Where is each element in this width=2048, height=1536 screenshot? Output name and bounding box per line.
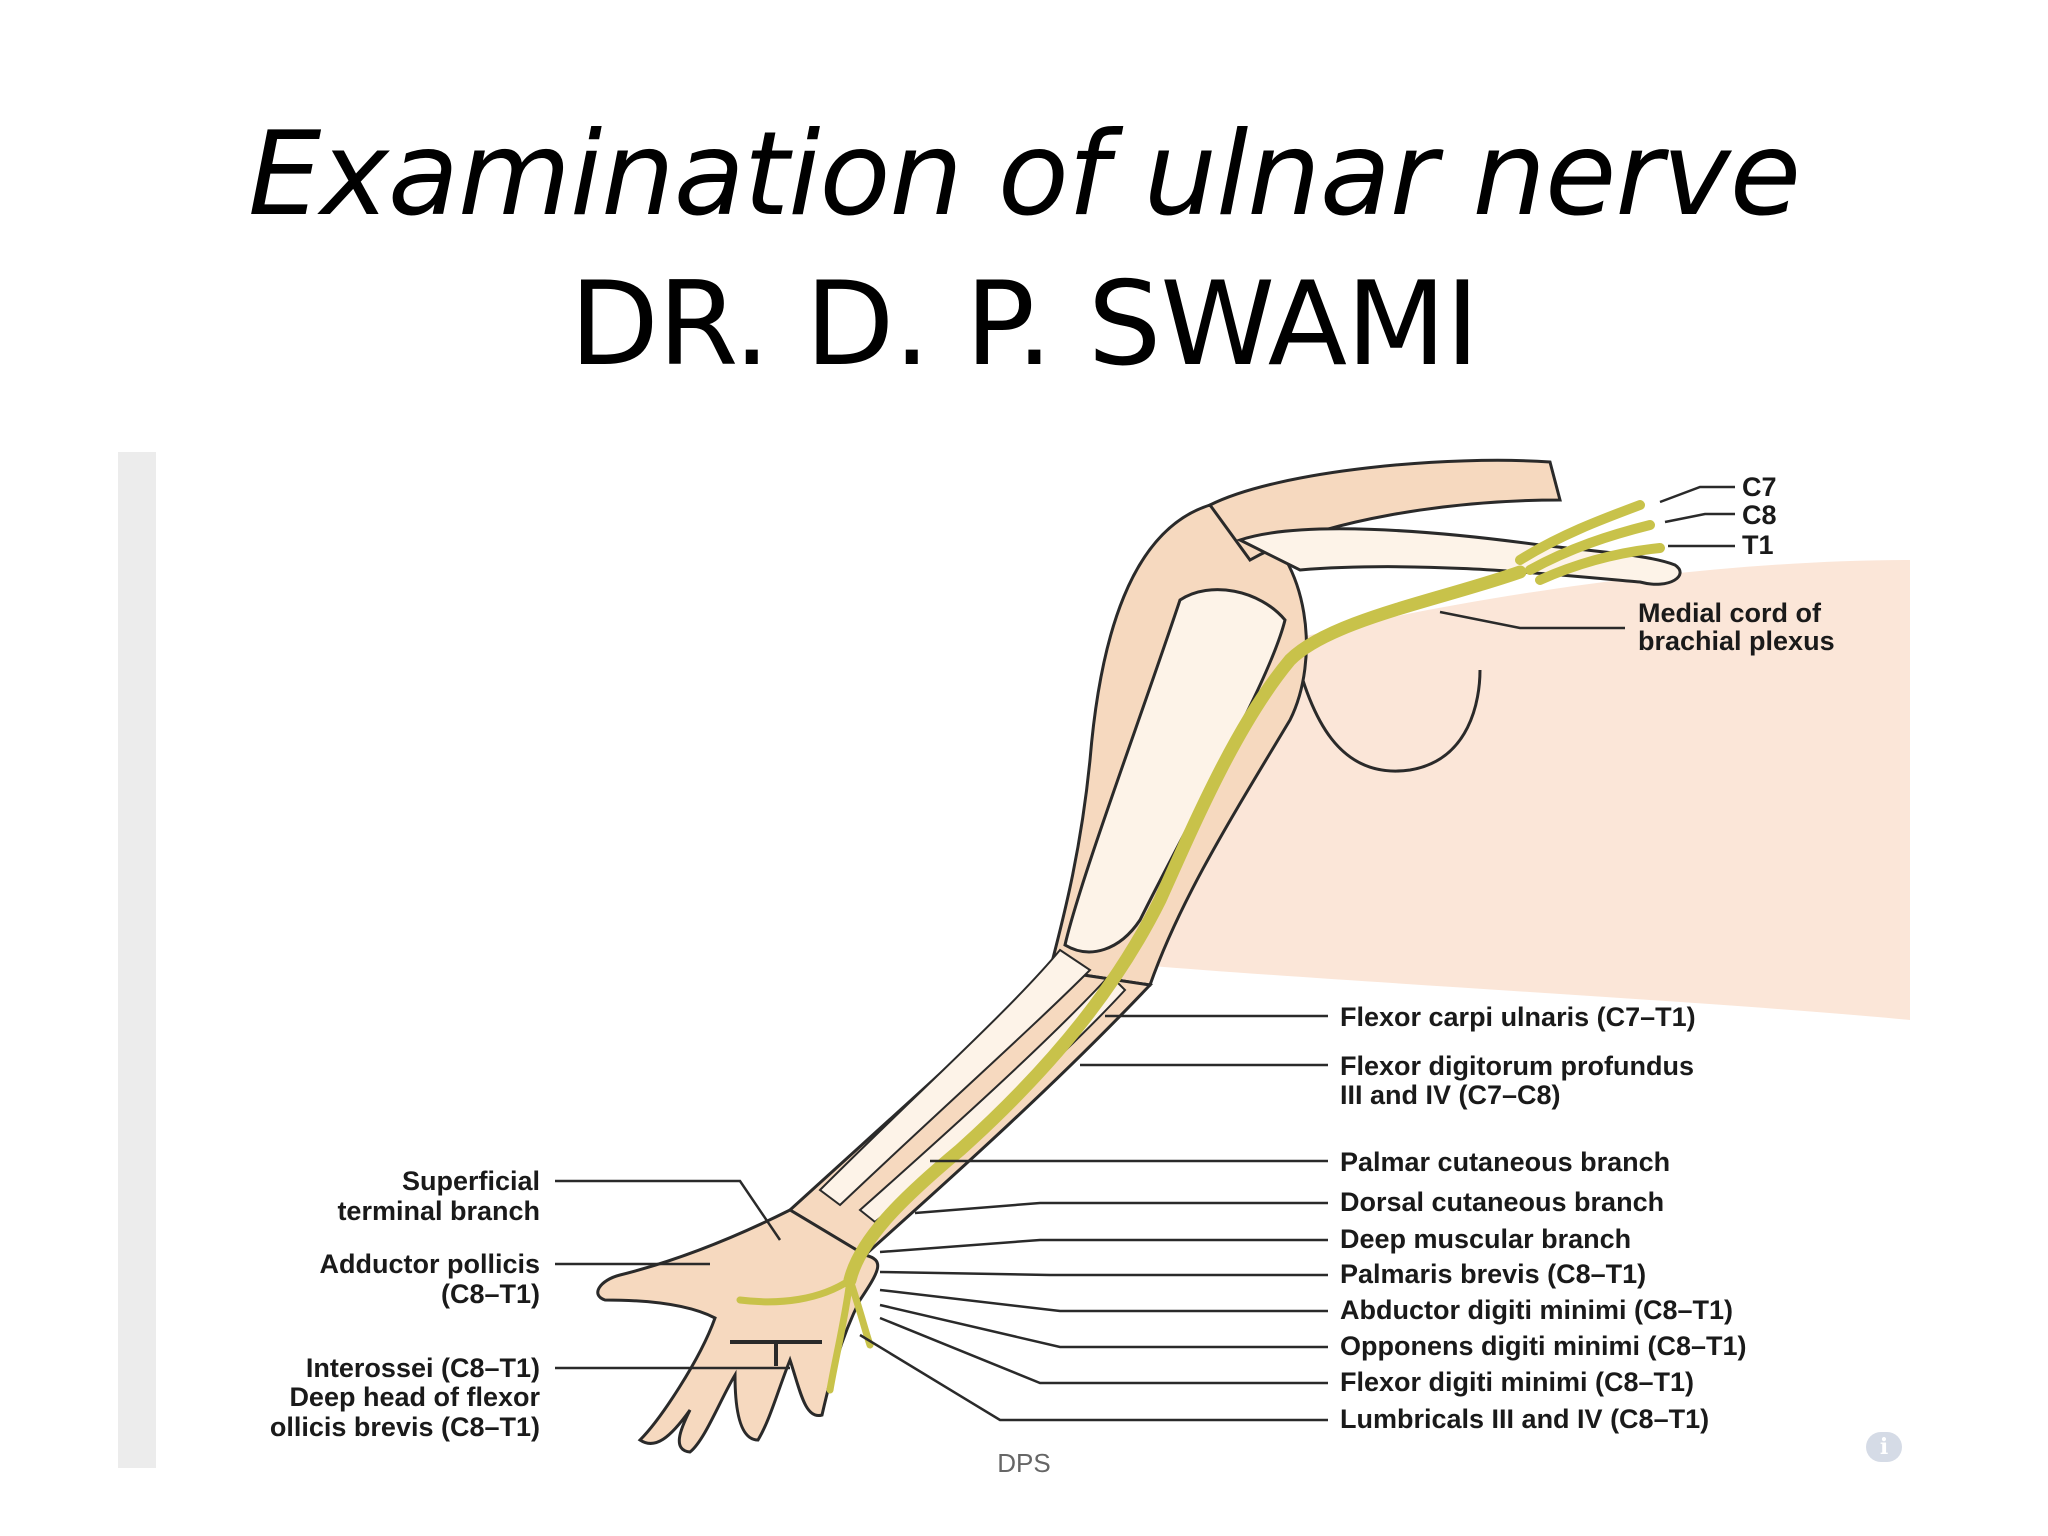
label-fdp-1: Flexor digitorum profundus [1340,1051,1694,1081]
leader-lines [555,485,1735,1422]
label-deep-head-2: ollicis brevis (C8–T1) [270,1412,540,1442]
leader-deep-musc [879,1238,1328,1254]
ulnar-nerve [736,500,1665,1394]
label-superficial-2: terminal branch [337,1196,540,1226]
leader-palmaris [879,1270,1328,1277]
label-deep-muscular: Deep muscular branch [1340,1224,1631,1254]
label-fcu: Flexor carpi ulnaris (C7–T1) [1340,1002,1696,1032]
slide-footer: DPS [997,1448,1051,1478]
leader-abd-dm [879,1288,1328,1313]
label-medial-cord-2: brachial plexus [1638,626,1835,656]
leader-superficial [555,1179,782,1241]
palm-bracket-stem [774,1340,778,1366]
label-flexor-digiti-minimi: Flexor digiti minimi (C8–T1) [1340,1367,1694,1397]
label-abductor-digiti-minimi: Abductor digiti minimi (C8–T1) [1340,1295,1733,1325]
label-palmaris-brevis: Palmaris brevis (C8–T1) [1340,1259,1646,1289]
nerve-root-c8 [1525,520,1655,575]
label-opponens-digiti-minimi: Opponens digiti minimi (C8–T1) [1340,1331,1747,1361]
nerve-medial-cord [843,565,1527,1287]
figure-left-strip [118,452,156,1468]
label-adductor-2: (C8–T1) [441,1279,540,1309]
label-palmar-cutaneous: Palmar cutaneous branch [1340,1147,1670,1177]
label-c8: C8 [1742,500,1777,530]
figure-labels: C7 C8 T1 Medial cord of brachial plexus … [270,472,1835,1442]
title-line-2: DR. D. P. SWAMI [569,257,1480,392]
label-fdp-2: III and IV (C7–C8) [1340,1080,1561,1110]
title-line-1: Examination of ulnar nerve [247,107,1801,242]
leader-lumbricals [859,1333,1328,1422]
axilla-outline [1290,639,1482,773]
info-icon[interactable]: i [1866,1432,1902,1462]
leader-flex-dm [879,1316,1328,1385]
chest-shading [1080,560,1910,1020]
label-medial-cord-1: Medial cord of [1638,598,1822,628]
label-c7: C7 [1742,472,1777,502]
leader-medial-cord [1439,610,1625,630]
label-adductor-1: Adductor pollicis [319,1249,540,1279]
humerus [1063,588,1287,954]
slide-title: Examination of ulnar nerve DR. D. P. SWA… [0,100,2048,400]
label-lumbricals: Lumbricals III and IV (C8–T1) [1340,1404,1709,1434]
nerve-root-t1 [1535,543,1665,585]
label-interossei: Interossei (C8–T1) [306,1353,540,1383]
leader-c8 [1664,512,1735,524]
label-t1: T1 [1742,530,1774,560]
label-superficial-1: Superficial [402,1166,540,1196]
leader-opp-dm [879,1303,1328,1349]
label-deep-head-1: Deep head of flexor [289,1382,540,1412]
leader-c7 [1659,485,1735,504]
nerve-root-c7 [1515,500,1645,565]
hand [596,1208,880,1454]
leader-dorsal-cut [914,1201,1328,1215]
label-dorsal-cutaneous: Dorsal cutaneous branch [1340,1187,1664,1217]
